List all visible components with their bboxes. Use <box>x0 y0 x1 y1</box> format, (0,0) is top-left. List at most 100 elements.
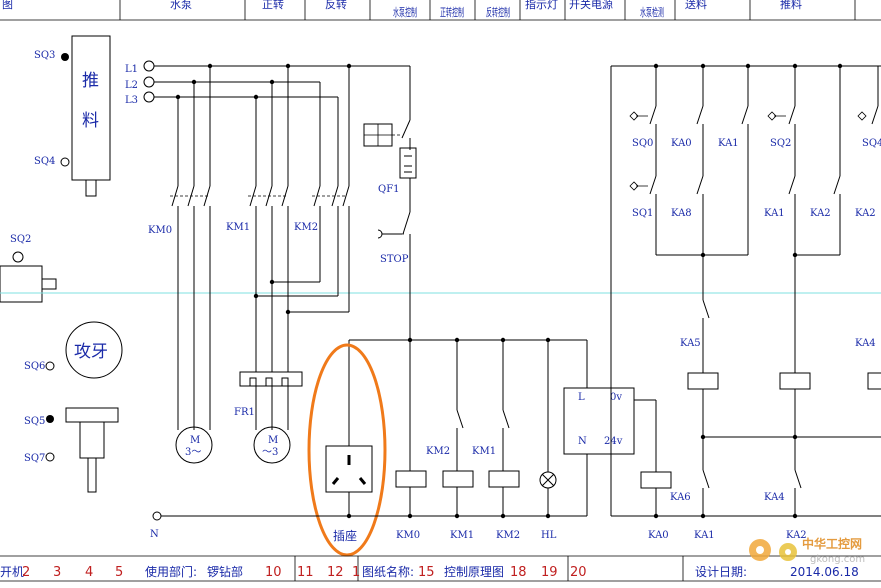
header-cell: 图 <box>2 0 13 11</box>
tap-motor-body <box>0 265 43 303</box>
coil-km0 <box>395 470 427 488</box>
header-cell: 水泵 <box>170 0 192 11</box>
clamp-body <box>79 421 105 459</box>
header-cell: 开关电源 <box>569 0 613 11</box>
header-cell: 水泵检测 <box>640 5 664 19</box>
power-circuit: L1 L2 L3 KM0 KM1 <box>125 60 410 464</box>
sensor-dot-icon <box>46 415 54 423</box>
interlock-label-km2: KM2 <box>426 446 450 457</box>
relay-label-ka2-bottom: KA2 <box>786 530 807 541</box>
psu-label-24v: 24v <box>604 436 623 447</box>
footer-number: 3 <box>53 565 61 580</box>
tap-head <box>65 321 123 379</box>
overload-relay <box>239 371 303 387</box>
sensor-label-sq5: SQ5 <box>24 416 45 427</box>
sensor-ring-icon <box>12 251 24 263</box>
sensor-label-sq2b: SQ2 <box>770 138 791 149</box>
footer-number: 20 <box>570 565 587 580</box>
relay-label-ka4b: KA4 <box>764 492 785 503</box>
relay-label-ka0: KA0 <box>671 138 692 149</box>
relay-coil <box>687 372 719 390</box>
header-cell: 推料 <box>780 0 802 11</box>
footer-number: 5 <box>115 565 123 580</box>
footer-number: 1 <box>352 565 360 580</box>
neutral-label: N <box>150 529 159 540</box>
relay-coil <box>640 471 672 489</box>
push-label-2: 料 <box>82 111 99 131</box>
relay-label-ka0-bottom: KA0 <box>648 530 669 541</box>
footer-number: 19 <box>541 565 558 580</box>
tap-motor-shaft <box>41 278 57 290</box>
header-cell: 正转 <box>262 0 284 11</box>
sensor-label-sq7: SQ7 <box>24 453 45 464</box>
footer-number: 2 <box>22 565 30 580</box>
sensor-label-sq1: SQ1 <box>632 208 653 219</box>
footer-number: 18 <box>510 565 527 580</box>
coil-label-km2: KM2 <box>496 530 520 541</box>
watermark-cn: 中华工控网 <box>802 536 862 551</box>
relay-label-ka1-bottom: KA1 <box>694 530 715 541</box>
header-cell: 反转控制 <box>486 5 510 19</box>
relay-label-ka1b: KA1 <box>764 208 785 219</box>
relay-label-ka8: KA8 <box>671 208 692 219</box>
sensor-label-sq2: SQ2 <box>10 234 31 245</box>
relay-label-ka4: KA4 <box>855 338 876 349</box>
push-label-1: 推 <box>82 71 99 91</box>
sensor-label-sq0: SQ0 <box>632 138 653 149</box>
contactor-label-km2: KM2 <box>294 222 318 233</box>
phase-label-l1: L1 <box>125 64 138 75</box>
footer-number: 15 <box>418 565 435 580</box>
lamp-label-hl: HL <box>541 530 557 541</box>
push-rod <box>85 179 97 197</box>
psu-label-n: N <box>578 436 587 447</box>
highlight-ellipse <box>307 343 387 557</box>
breaker-qf1-icon <box>399 147 417 179</box>
dept-value: 锣钻部 <box>207 564 243 579</box>
coil-km2 <box>488 470 520 488</box>
coil-label-km1: KM1 <box>450 530 474 541</box>
header-cell: 正转控制 <box>440 5 464 19</box>
motor-label: M <box>268 435 278 446</box>
proximity-sensor-icon <box>857 111 867 121</box>
sensor-label-sq4b: SQ4 <box>862 138 881 149</box>
relay-coil <box>779 372 811 390</box>
sensor-ring-icon <box>45 361 55 371</box>
sensor-ring-icon <box>60 157 70 167</box>
socket-label: 插座 <box>333 528 357 543</box>
footer-number: 11 <box>297 565 314 580</box>
breaker-label-qf1: QF1 <box>378 184 400 195</box>
tap-label: 攻牙 <box>74 342 108 362</box>
motor-label: M <box>190 435 200 446</box>
footer-strip: 开机 2 3 4 5 使用部门: 锣钻部 10 11 12 1 图纸名称: 15… <box>0 555 881 582</box>
psu-label-l: L <box>578 392 585 403</box>
terminal-icon <box>143 60 155 72</box>
relay-label-ka6: KA6 <box>670 492 691 503</box>
drawing-name-value: 控制原理图 <box>444 565 504 579</box>
clamp-block <box>65 407 119 423</box>
proximity-sensor-icon <box>629 111 648 121</box>
overload-label-fr1: FR1 <box>234 407 255 418</box>
psu-label-0v: 0v <box>610 392 622 403</box>
stop-label: STOP <box>380 254 409 265</box>
relay-coil <box>867 372 881 390</box>
relay-label-ka5: KA5 <box>680 338 701 349</box>
header-cell: 送料 <box>685 0 707 11</box>
coil-label-km0: KM0 <box>396 530 420 541</box>
contactor-label-km0: KM0 <box>148 225 172 236</box>
relay-label-ka2b: KA2 <box>855 208 876 219</box>
sensor-label-sq6: SQ6 <box>24 361 45 372</box>
relay-label-ka1: KA1 <box>718 138 739 149</box>
design-date-label: 设计日期: <box>695 565 747 579</box>
sensor-dot-icon <box>61 53 69 61</box>
phase-label-l2: L2 <box>125 80 138 91</box>
mechanical-area: SQ3 推 料 SQ4 SQ2 攻牙 SQ6 SQ5 SQ7 <box>0 35 123 493</box>
design-date-value: 2014.06.18 <box>790 565 859 579</box>
footer-number: 10 <box>265 565 282 580</box>
relay-section: SQ0 SQ1 KA0 KA8 KA1 KA5 KA6 <box>610 63 881 541</box>
push-cylinder <box>71 35 111 181</box>
contactor-label-km1: KM1 <box>226 222 250 233</box>
relay-label-ka2: KA2 <box>810 208 831 219</box>
drawing-name-label: 图纸名称: <box>362 564 414 579</box>
header-cell: 指示灯 <box>525 0 558 11</box>
